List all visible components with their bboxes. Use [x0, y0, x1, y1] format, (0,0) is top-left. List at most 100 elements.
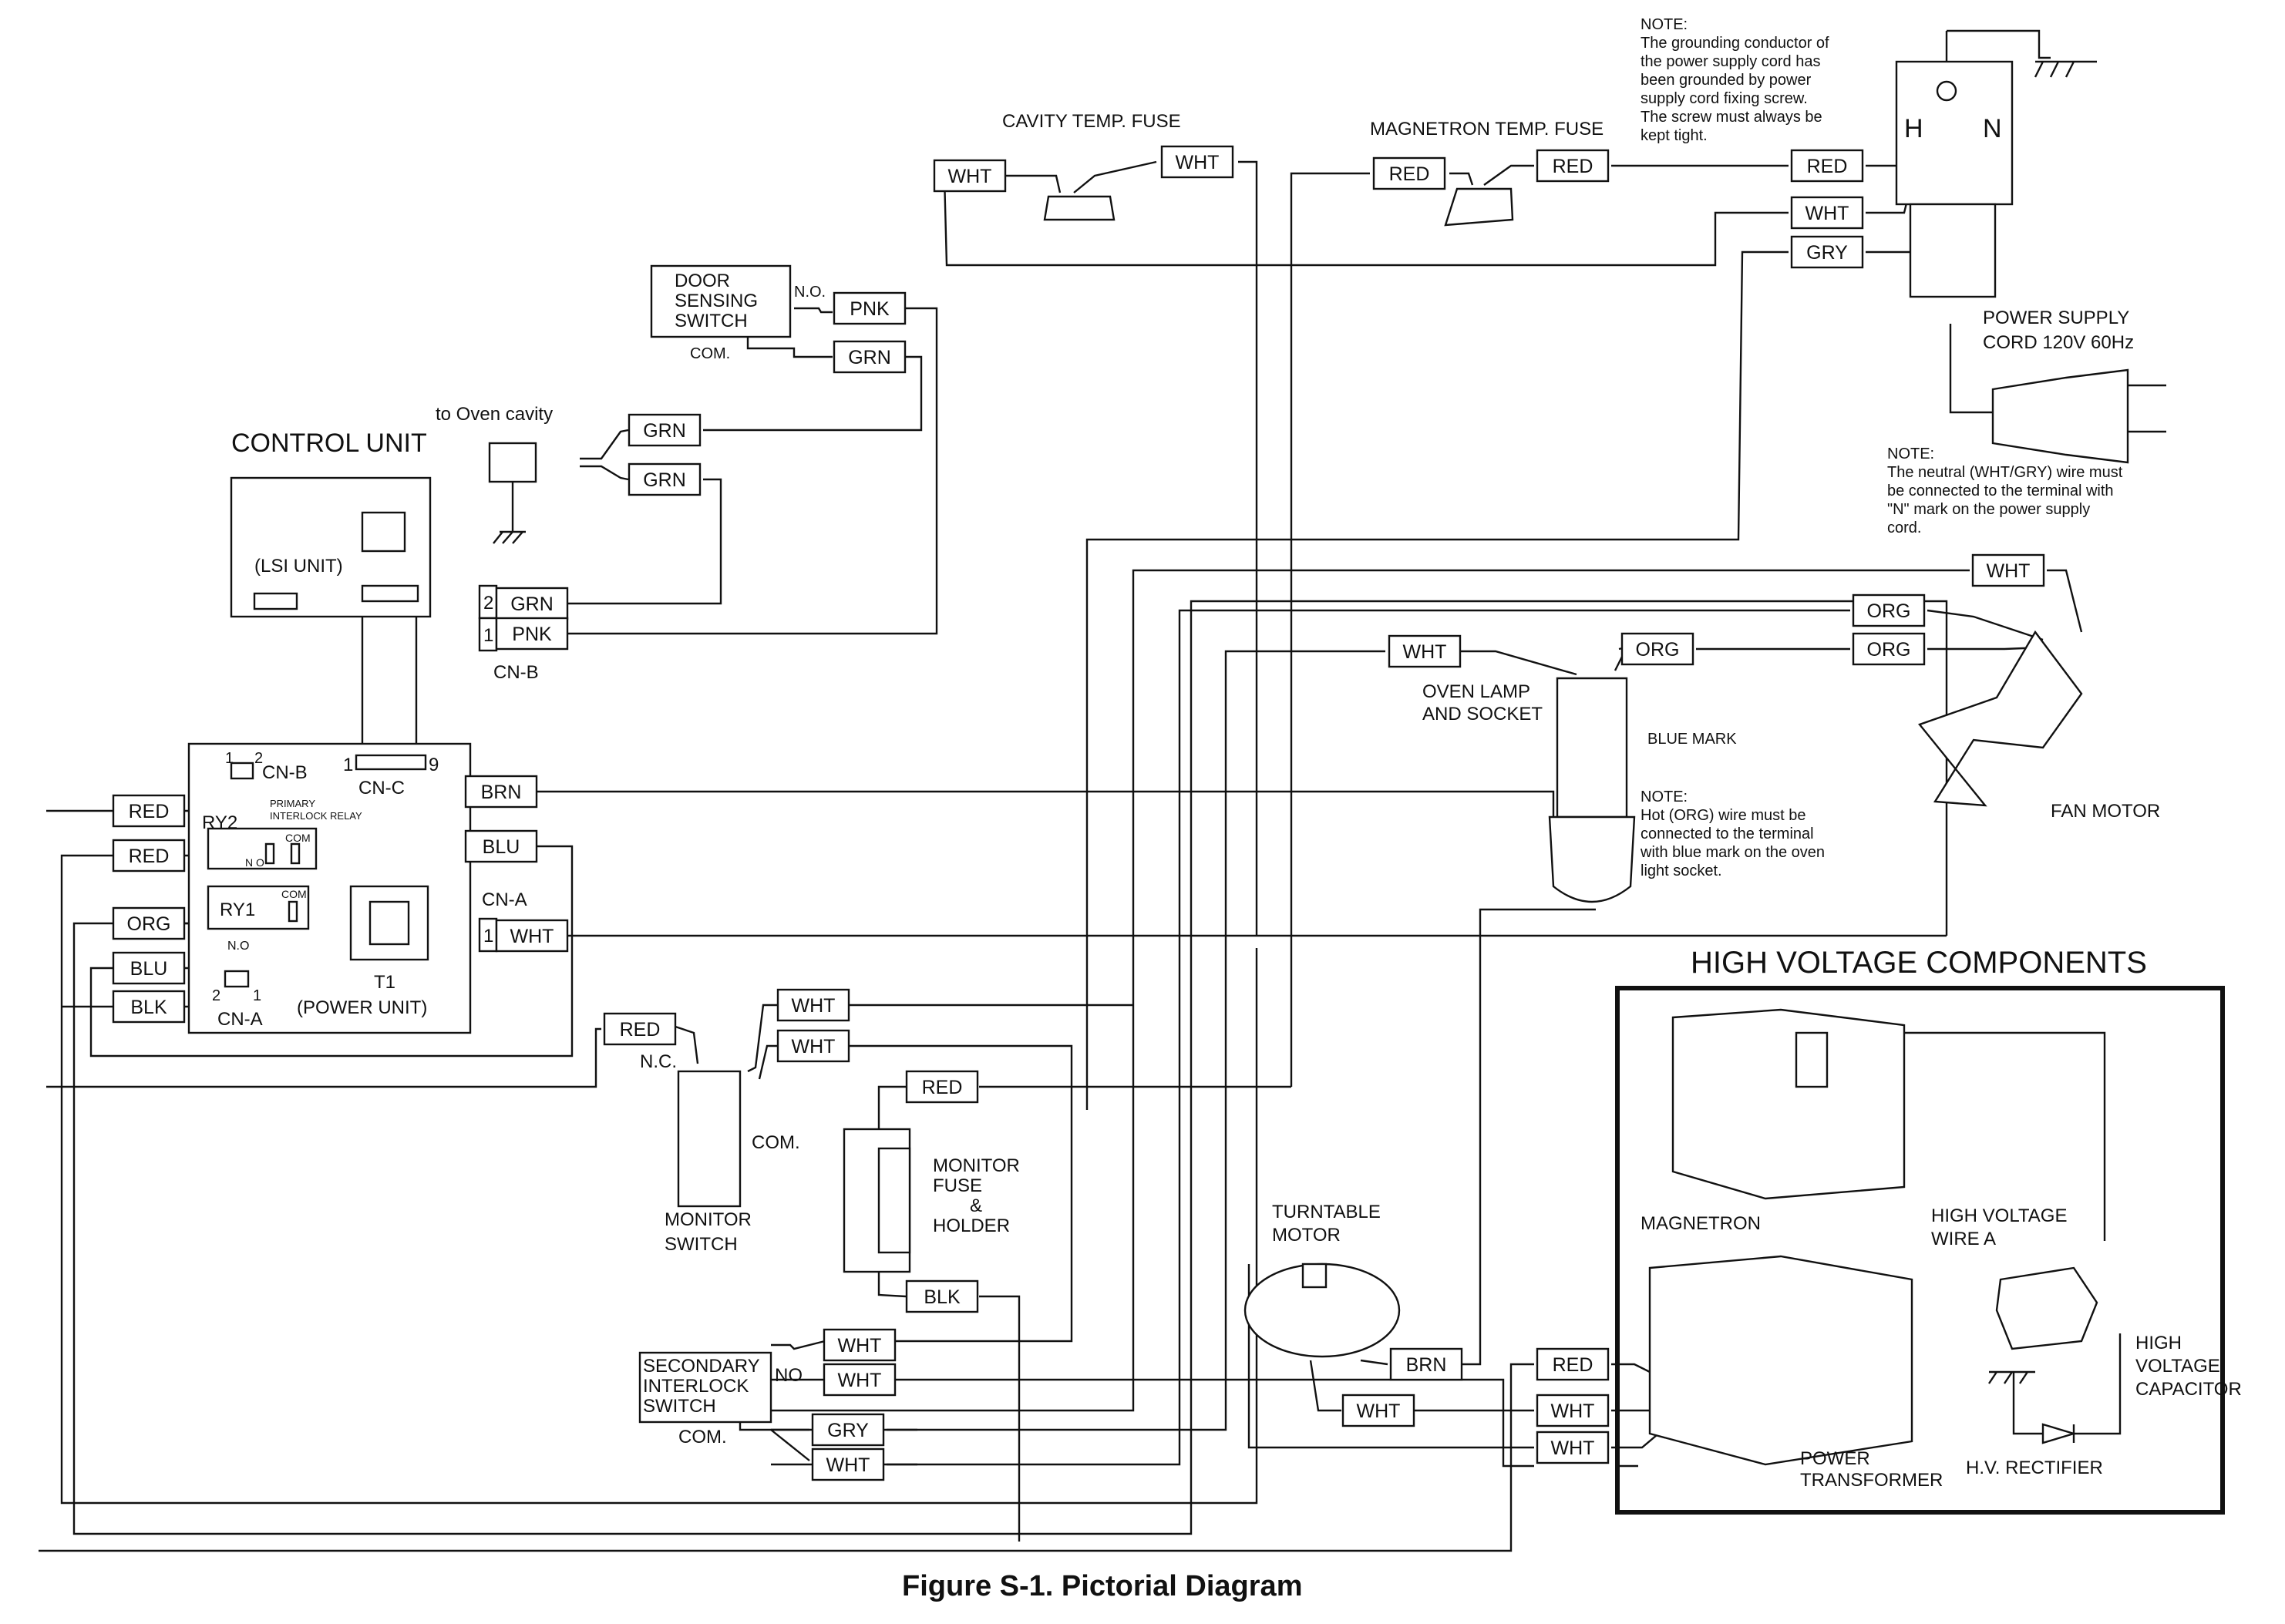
wire-tag-box: [1790, 235, 1864, 269]
wire-tag-text: GRN: [643, 469, 686, 491]
wire-tag-text: WHT: [1176, 152, 1220, 173]
ry1-no: N.O: [227, 940, 249, 953]
wire-tag-box: [823, 1363, 897, 1397]
neutral-note-5: cord.: [1887, 519, 1921, 536]
wire-tag-door-pnk: PNK: [833, 291, 907, 325]
wire-tag-sec-gry: GRY: [811, 1413, 885, 1447]
wire-tag-text: BLK: [924, 1286, 961, 1308]
wire-tag-text: WHT: [1805, 203, 1849, 224]
wire-tag-fan-wht: WHT: [1971, 553, 2045, 587]
wire-tag-box: [464, 775, 538, 809]
cn-c-pin9: 9: [429, 755, 439, 775]
cn-a-pin2: 2: [212, 987, 220, 1004]
wire-tag-text: RED: [1553, 156, 1593, 177]
wire-tag-text: GRN: [848, 347, 891, 368]
wire-tag-text: WHT: [948, 166, 992, 187]
wire-tag-box: [1341, 1394, 1415, 1427]
cn-a-pin1-text: 1: [483, 926, 493, 946]
cn-b-header: [230, 762, 254, 780]
wire-tag-text: WHT: [792, 1036, 836, 1057]
wire-tag-tt-brn: BRN: [1389, 1347, 1463, 1381]
control-unit-title: CONTROL UNIT: [231, 429, 427, 458]
wire-tag-text: BLK: [130, 997, 167, 1018]
wire-tag-box: [811, 1413, 885, 1447]
wire-tag-box: [1160, 145, 1234, 179]
wire-tag-tr-red: RED: [1536, 1347, 1610, 1381]
wire-tag-box: [1620, 632, 1694, 666]
wire-tag-text: WHT: [1551, 1400, 1595, 1422]
monitor-fuse-line2: FUSE: [933, 1175, 982, 1196]
terminal-n: N: [1983, 114, 2002, 143]
cn-b-pin2-text: 2: [483, 593, 493, 614]
wire-tag-sec-wht3: WHT: [811, 1447, 885, 1481]
door-no-label: N.O.: [794, 284, 826, 301]
fan-motor-icon: [1917, 630, 2083, 807]
blue-mark-label: BLUE MARK: [1647, 731, 1737, 748]
hot-note-3: connected to the terminal: [1641, 825, 1814, 842]
oven-lamp-line2: AND SOCKET: [1422, 704, 1543, 725]
cn-c-label: CN-C: [358, 778, 405, 799]
wire-tag-box: [1852, 632, 1926, 666]
neutral-note-3: be connected to the terminal with: [1887, 482, 2114, 499]
secondary-switch-line3: SWITCH: [643, 1396, 716, 1417]
terminal-h: H: [1904, 114, 1923, 143]
ry2-com: COM: [285, 832, 311, 844]
ground-note-7: kept tight.: [1641, 127, 1708, 144]
wire-tag-text: WHT: [1403, 641, 1447, 663]
wire-tag-cord-wht: WHT: [1790, 196, 1864, 230]
wire-tag-blu: BLU: [464, 829, 538, 863]
t1-label: T1: [374, 972, 395, 993]
wire-tag-text: RED: [1553, 1354, 1593, 1376]
wire-tag-text: RED: [1807, 156, 1848, 177]
oven-lamp-socket: [1556, 677, 1628, 819]
wire-tag-box: [833, 340, 907, 374]
cn-c-connector: [355, 754, 427, 771]
neutral-note-1: NOTE:: [1887, 446, 1934, 462]
secondary-switch-line2: INTERLOCK: [643, 1376, 749, 1397]
ground-note-6: The screw must always be: [1641, 109, 1822, 126]
wire-tag-text: RED: [922, 1077, 963, 1098]
wire-tag-sec-wht1: WHT: [823, 1328, 897, 1362]
ground-note-5: supply cord fixing screw.: [1641, 90, 1808, 107]
door-switch-line1: DOOR: [675, 271, 730, 291]
wire-tag-box: [1971, 553, 2045, 587]
wire-tag-cord-red: RED: [1790, 149, 1864, 183]
hv-rectifier-icon: [2041, 1423, 2078, 1444]
magnetron-icon: [1671, 1008, 1906, 1200]
wire-tag-box: [933, 159, 1007, 193]
ry1-contact: [288, 900, 298, 923]
cord-strain-relief: [1909, 203, 1997, 298]
ry1-label: RY1: [220, 899, 255, 920]
wire-tag-box: [1790, 149, 1864, 183]
wire-tag-blk: BLK: [112, 990, 186, 1024]
hv-capacitor-line3: CAPACITOR: [2135, 1379, 2242, 1400]
cn-b-connector: 2 1 CN-B: [478, 584, 539, 683]
wire-tag-box: [112, 906, 186, 940]
wire-tag-text: WHT: [1987, 560, 2031, 582]
magnetron-terminal: [1795, 1031, 1829, 1088]
monitor-fuse: [877, 1147, 911, 1254]
secondary-switch-line1: SECONDARY: [643, 1356, 760, 1377]
wire-tag-fuse-blk: BLK: [905, 1279, 979, 1313]
cn-a-pin1: 1: [253, 987, 261, 1004]
wire-tag-cav-r: WHT: [1160, 145, 1234, 179]
wire-tag-text: ORG: [1636, 639, 1680, 661]
power-plug-icon: [1991, 368, 2129, 464]
hot-note-4: with blue mark on the oven: [1640, 844, 1825, 861]
wire-tag-text: WHT: [1551, 1437, 1595, 1459]
cn-b-pin1: 1: [225, 750, 234, 767]
oven-lamp-line1: OVEN LAMP: [1422, 681, 1530, 702]
wire-tag-box: [811, 1447, 885, 1481]
cavity-temp-fuse-label: CAVITY TEMP. FUSE: [1002, 111, 1181, 132]
wire-tag-box: [112, 990, 186, 1024]
wire-tag-sec-wht2: WHT: [823, 1363, 897, 1397]
wire-tag-box: [1536, 149, 1610, 183]
wire-tag-text: ORG: [1867, 600, 1911, 622]
wire-tag-cav-grn2: GRN: [628, 462, 702, 496]
wire-tag-text: GRN: [510, 593, 554, 615]
wire-tag-mon-wht2: WHT: [776, 1029, 850, 1063]
wire-tag-fan-org2: ORG: [1852, 632, 1926, 666]
wire-tag-fan-org1: ORG: [1852, 593, 1926, 627]
hv-capacitor-line1: HIGH: [2135, 1333, 2182, 1353]
